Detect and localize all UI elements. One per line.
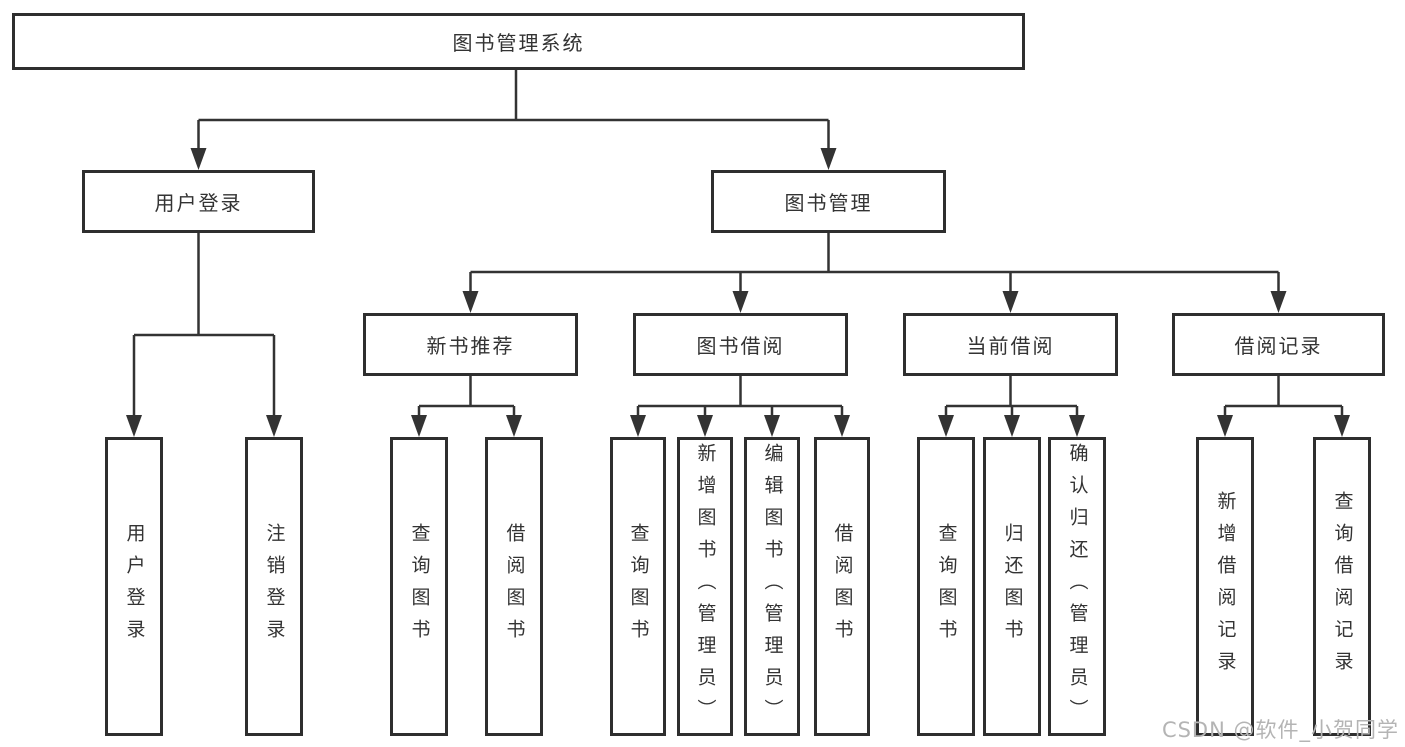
node-label: 用户登录 [123, 522, 146, 651]
node-newbook-borrow-books: 借阅图书 [485, 437, 543, 736]
node-book-borrow: 图书借阅 [633, 313, 848, 376]
node-label: 注销登录 [263, 522, 286, 651]
node-root: 图书管理系统 [12, 13, 1025, 70]
watermark: CSDN @软件_小贺同学 [1161, 718, 1399, 742]
node-borrow-query-books: 查询图书 [610, 437, 666, 736]
node-current-query-books: 查询图书 [917, 437, 975, 736]
node-label: 确认归还（管理员） [1066, 442, 1089, 731]
node-label: 借阅记录 [1234, 334, 1323, 358]
node-label: 查询图书 [627, 522, 650, 651]
node-label: 图书管理 [784, 191, 873, 215]
node-label: 查询图书 [935, 522, 958, 651]
arrowheads [126, 148, 1350, 437]
node-label: 借阅图书 [831, 522, 854, 651]
node-label: 新书推荐 [426, 334, 515, 358]
node-label: 新增借阅记录 [1214, 490, 1237, 683]
node-label: 查询图书 [408, 522, 431, 651]
node-records-query-record: 查询借阅记录 [1313, 437, 1371, 736]
node-user-login-leaf: 用户登录 [105, 437, 163, 736]
node-current-borrow: 当前借阅 [903, 313, 1118, 376]
node-borrow-add-books-admin: 新增图书（管理员） [677, 437, 733, 736]
node-label: 用户登录 [154, 191, 243, 215]
node-user-login: 用户登录 [82, 170, 315, 233]
node-label: 归还图书 [1001, 522, 1024, 651]
node-label: 借阅图书 [503, 522, 526, 651]
node-label: 查询借阅记录 [1331, 490, 1354, 683]
node-records-add-record: 新增借阅记录 [1196, 437, 1254, 736]
node-new-book-recommend: 新书推荐 [363, 313, 578, 376]
node-borrow-borrow-books: 借阅图书 [814, 437, 870, 736]
node-label: 图书管理系统 [452, 31, 585, 55]
node-label: 当前借阅 [966, 334, 1055, 358]
node-label: 编辑图书（管理员） [761, 442, 784, 731]
node-book-management: 图书管理 [711, 170, 946, 233]
node-label: 图书借阅 [696, 334, 785, 358]
node-logout-leaf: 注销登录 [245, 437, 303, 736]
node-borrow-records: 借阅记录 [1172, 313, 1385, 376]
node-current-return-books: 归还图书 [983, 437, 1041, 736]
node-newbook-query-books: 查询图书 [390, 437, 448, 736]
node-current-confirm-return-admin: 确认归还（管理员） [1048, 437, 1106, 736]
node-label: 新增图书（管理员） [694, 442, 717, 731]
node-borrow-edit-books-admin: 编辑图书（管理员） [744, 437, 800, 736]
